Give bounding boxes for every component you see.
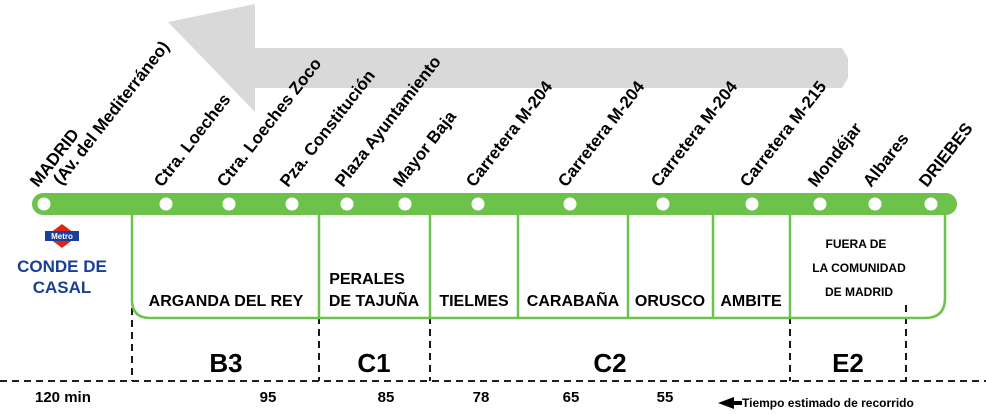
- svg-text:Carretera M-204: Carretera M-204: [647, 77, 741, 190]
- town-label: LA COMUNIDAD: [812, 261, 906, 275]
- stop-dot: [656, 197, 670, 211]
- municipality-labels: ARGANDA DEL REY PERALES DE TAJUÑA TIELME…: [149, 237, 906, 310]
- svg-text:Carretera M-204: Carretera M-204: [554, 77, 648, 190]
- time-label: 95: [260, 389, 277, 406]
- stop-dot: [222, 197, 236, 211]
- stop-dot: [285, 197, 299, 211]
- town-label: ORUSCO: [635, 293, 705, 310]
- svg-text:Carretera M-204: Carretera M-204: [462, 77, 556, 190]
- zone-dividers: [0, 296, 986, 382]
- town-label: CARABAÑA: [527, 290, 620, 310]
- stop-dot: [159, 197, 173, 211]
- stop-dot: [813, 197, 827, 211]
- zone-label: C2: [593, 348, 626, 378]
- municipality-boxes: [130, 210, 947, 320]
- metro-badge: Metro: [51, 232, 73, 241]
- travel-time-legend: Tiempo estimado de recorrido: [742, 396, 914, 410]
- svg-text:DRIEBES: DRIEBES: [915, 119, 977, 190]
- stop-label: Carretera M-204: [554, 77, 648, 190]
- stop-label: Carretera M-204: [462, 77, 556, 190]
- town-label: PERALES: [329, 271, 405, 288]
- arrow-left-icon: [718, 397, 742, 409]
- direction-arrow: [168, 4, 848, 112]
- time-label: 65: [563, 389, 580, 406]
- zone-label: C1: [357, 348, 390, 378]
- metro-connection: Metro CONDE DE CASAL: [17, 224, 107, 297]
- svg-text:Mondéjar: Mondéjar: [804, 119, 866, 191]
- stop-label: (Av. del Mediterráneo): [49, 37, 173, 188]
- town-label: TIELMES: [439, 293, 509, 310]
- time-label: 55: [657, 389, 674, 406]
- town-label: DE MADRID: [825, 285, 893, 299]
- stop-dot: [563, 197, 577, 211]
- town-label: AMBITE: [720, 293, 782, 310]
- svg-text:Albares: Albares: [859, 130, 912, 191]
- time-label: 85: [378, 389, 395, 406]
- stop-label: Albares: [859, 130, 912, 191]
- stop-dot: [471, 197, 485, 211]
- metro-station-name: CONDE DE: [17, 257, 107, 276]
- town-label: FUERA DE: [826, 237, 887, 251]
- time-label: 120 min: [35, 389, 91, 406]
- metro-station-name: CASAL: [33, 278, 92, 297]
- route-line: [32, 193, 957, 215]
- fare-zones: B3 C1 C2 E2: [209, 348, 864, 378]
- stop-label: Carretera M-204: [647, 77, 741, 190]
- stop-label: DRIEBES: [915, 119, 977, 190]
- time-label: 78: [473, 389, 490, 406]
- town-label: ARGANDA DEL REY: [149, 293, 304, 310]
- svg-text:MADRID (Av. del Mediterr: MADRID (Av. del Mediterráneo): [26, 27, 173, 201]
- stop-dot: [868, 197, 882, 211]
- stop-dot: [398, 197, 412, 211]
- stop-dot: [924, 197, 938, 211]
- travel-times: 120 min 95 85 78 65 55 Tiempo estimado d…: [35, 389, 914, 410]
- stop-dots: [37, 197, 938, 211]
- zone-label: E2: [832, 348, 864, 378]
- zone-label: B3: [209, 348, 242, 378]
- stop-dot: [37, 197, 51, 211]
- stop-label: Mondéjar: [804, 119, 866, 191]
- stop-dot: [340, 197, 354, 211]
- stop-dot: [745, 197, 759, 211]
- town-label: DE TAJUÑA: [329, 290, 420, 310]
